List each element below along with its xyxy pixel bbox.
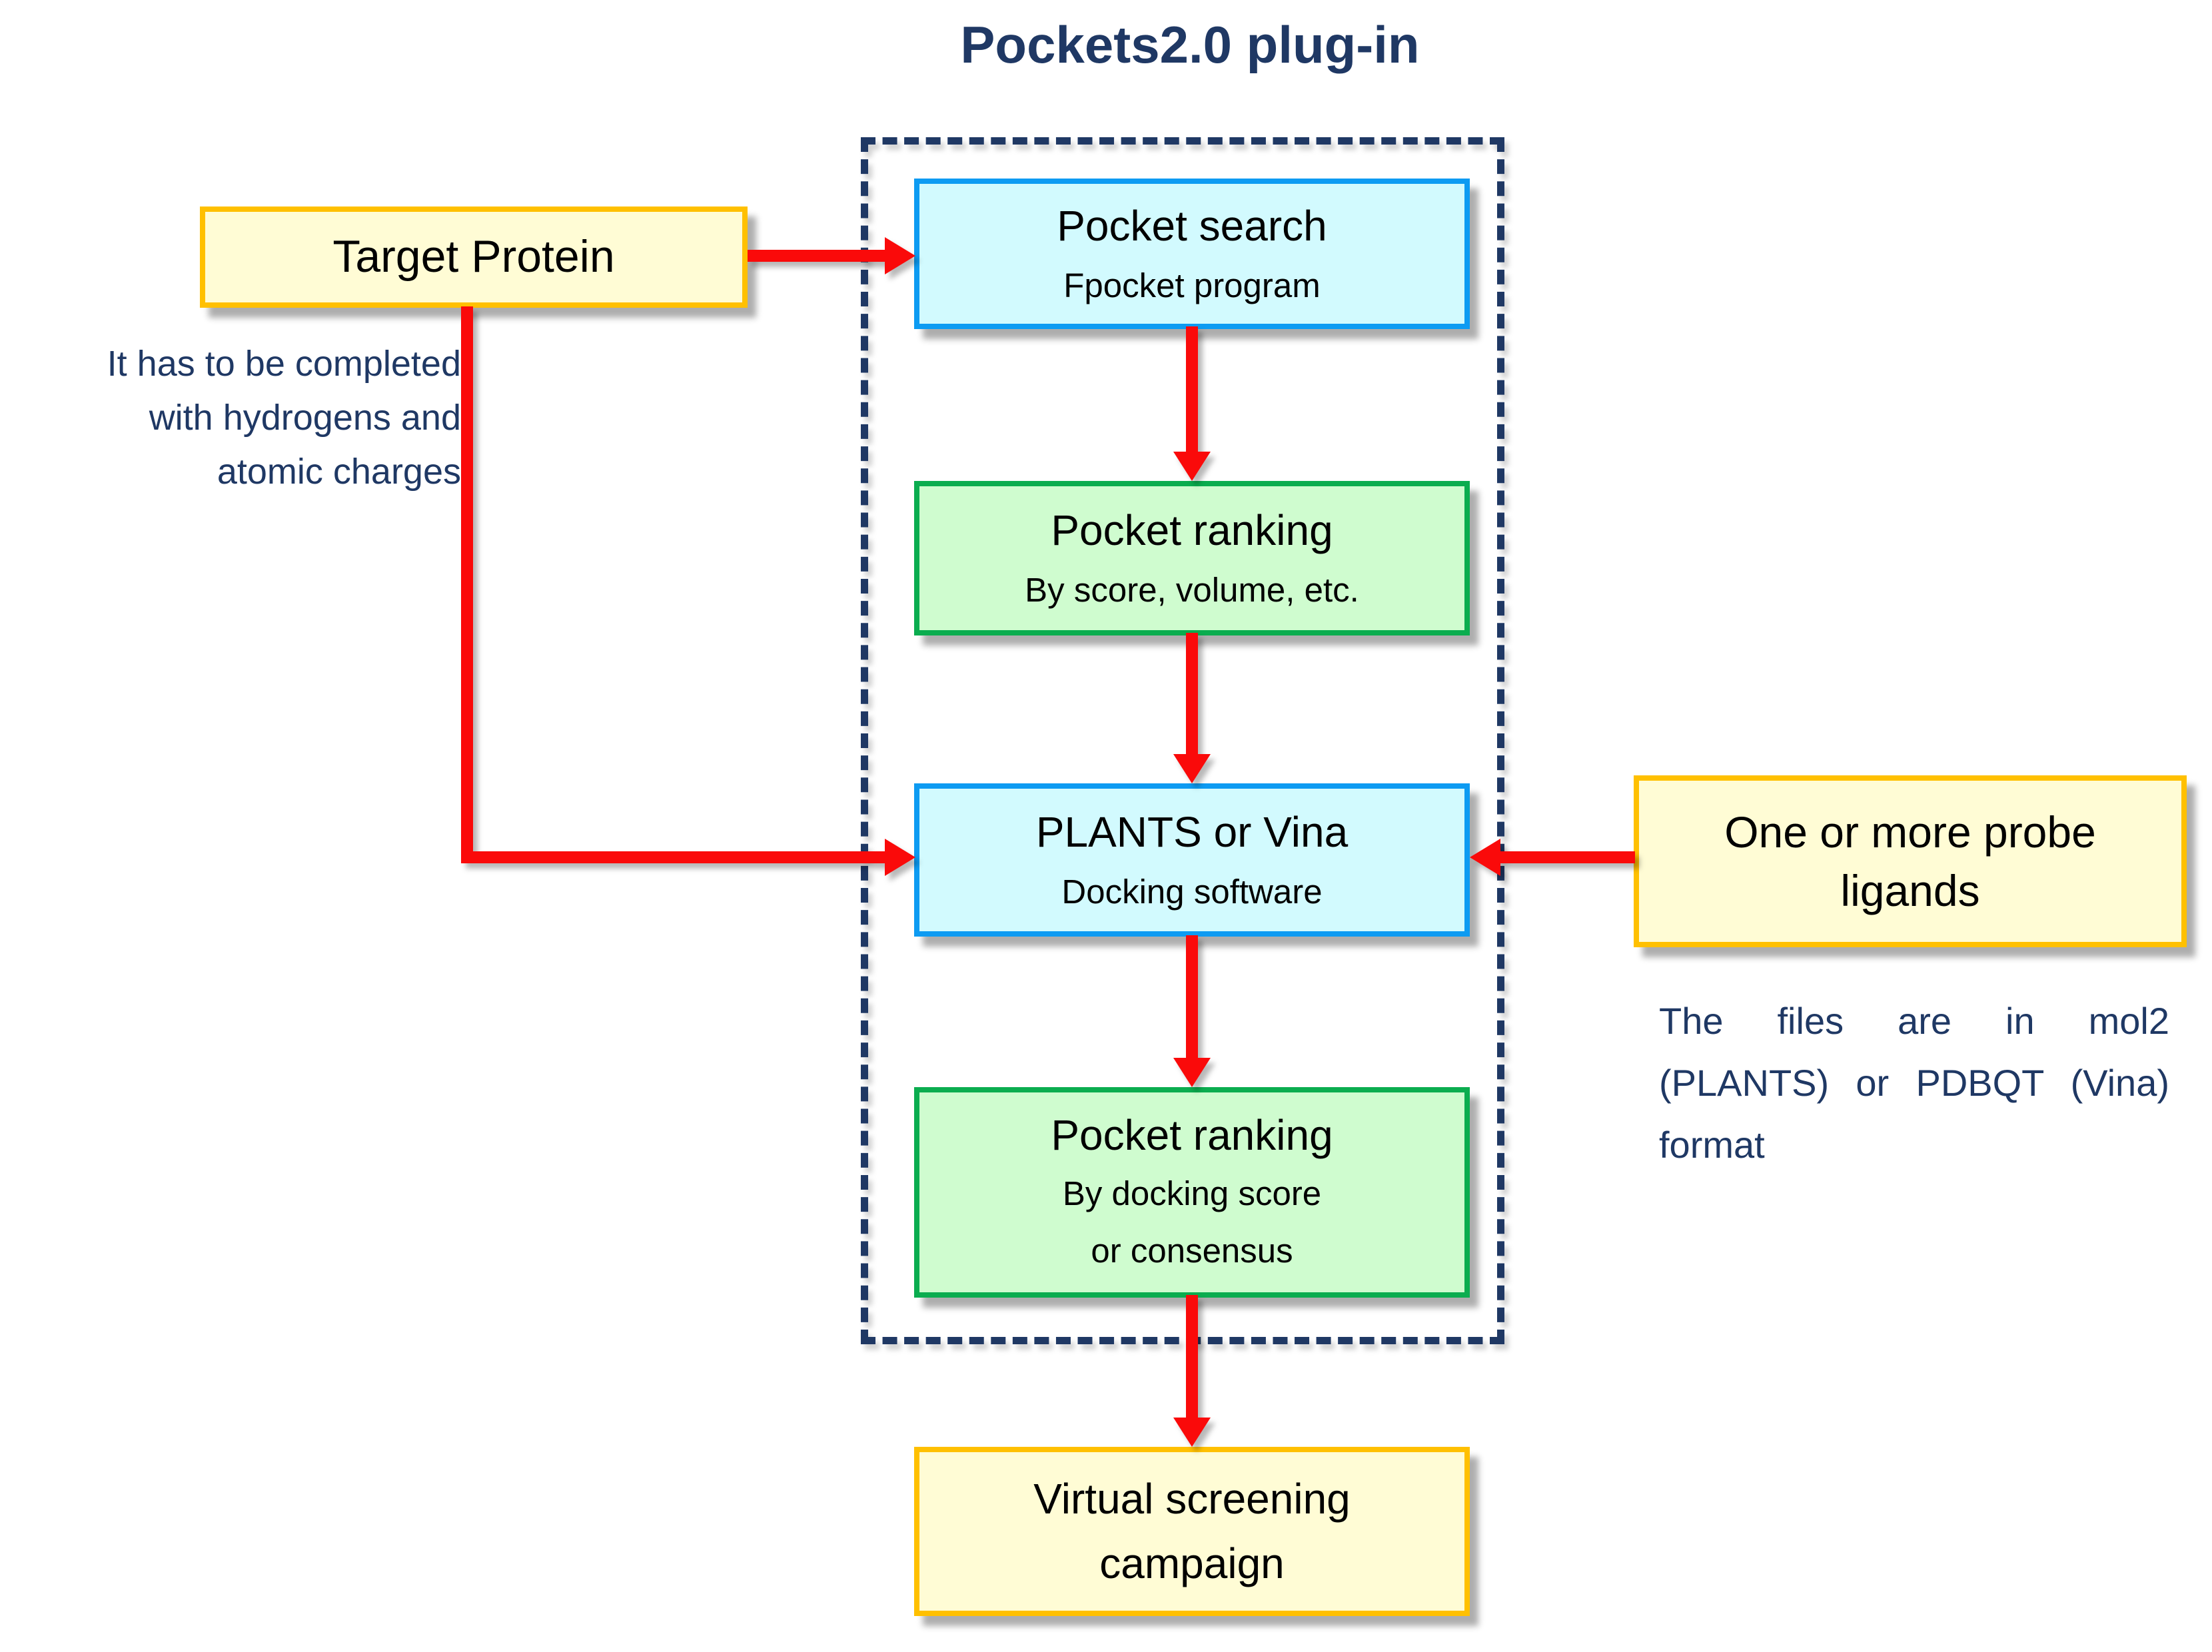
arrowhead-right-icon: [885, 839, 915, 876]
node-probe-ligands: One or more probe ligands: [1634, 775, 2187, 947]
node-title: Pocket ranking: [1051, 1111, 1333, 1160]
arrowhead-down-icon: [1173, 754, 1211, 783]
arrow-shaft: [1186, 633, 1198, 755]
annotation-line: It has to be completed: [107, 344, 461, 384]
arrow-shaft-vertical: [461, 306, 473, 863]
arrow-shaft: [1186, 1295, 1198, 1419]
diagram-title: Pockets2.0 plug-in: [960, 15, 1420, 74]
node-plants-or-vina: PLANTS or Vina Docking software: [914, 783, 1470, 937]
arrowhead-down-icon: [1173, 1058, 1211, 1087]
arrowhead-down-icon: [1173, 452, 1211, 481]
node-subtitle-line1: By docking score: [1062, 1174, 1322, 1213]
node-label: Target Protein: [332, 231, 615, 282]
arrowhead-right-icon: [885, 237, 915, 274]
node-virtual-screening-campaign: Virtual screening campaign: [914, 1447, 1470, 1616]
annotation-line: with hydrogens and: [149, 398, 461, 438]
node-pocket-ranking-by-docking: Pocket ranking By docking score or conse…: [914, 1087, 1470, 1298]
arrowhead-left-icon: [1470, 839, 1500, 876]
node-label-line2: campaign: [1099, 1539, 1285, 1587]
arrow-shaft: [748, 250, 885, 262]
node-label-line2: ligands: [1840, 866, 1980, 915]
plugin-boundary-dashed-box: [861, 137, 1504, 1344]
node-subtitle: Docking software: [1061, 872, 1323, 911]
arrow-shaft-horizontal: [461, 851, 885, 863]
node-title: Pocket search: [1057, 202, 1327, 250]
arrowhead-down-icon: [1173, 1418, 1211, 1447]
node-title: Pocket ranking: [1051, 506, 1333, 555]
node-label-line1: Virtual screening: [1033, 1474, 1351, 1523]
node-subtitle: By score, volume, etc.: [1025, 570, 1359, 609]
node-pocket-ranking-by-score: Pocket ranking By score, volume, etc.: [914, 481, 1470, 635]
arrow-shaft: [1500, 851, 1635, 863]
target-protein-annotation: It has to be completed with hydrogens an…: [0, 337, 461, 499]
probe-ligands-annotation: The files are in mol2 (PLANTS) or PDBQT …: [1659, 1000, 2169, 1166]
node-title: PLANTS or Vina: [1035, 808, 1349, 857]
arrow-shaft: [1186, 935, 1198, 1059]
node-subtitle: Fpocket program: [1063, 266, 1321, 304]
arrow-shaft: [1186, 326, 1198, 453]
node-subtitle-line2: or consensus: [1091, 1231, 1293, 1270]
annotation-line: atomic charges: [217, 452, 461, 492]
node-pocket-search: Pocket search Fpocket program: [914, 179, 1470, 329]
node-target-protein: Target Protein: [200, 206, 748, 308]
node-label-line1: One or more probe: [1724, 807, 2096, 857]
